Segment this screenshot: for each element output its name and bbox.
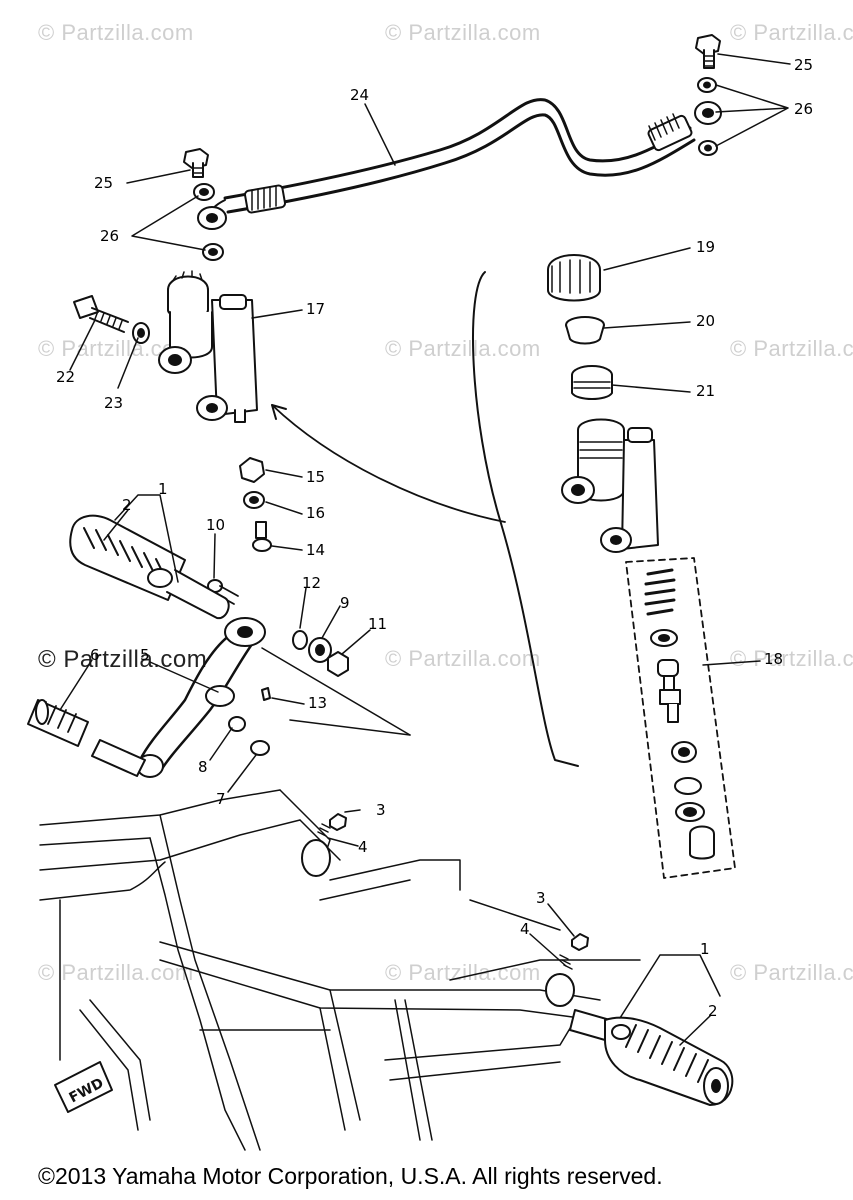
brake-hose	[197, 98, 722, 230]
callout-15: 15	[306, 468, 326, 486]
master-cylinder-assembly	[158, 270, 258, 423]
sub-assembly-bracket	[472, 271, 579, 767]
callout-8: 8	[198, 758, 208, 776]
union-bolt-left	[183, 148, 209, 178]
bolt	[571, 933, 589, 951]
callout-3: 3	[376, 801, 386, 819]
watermark: © Partzilla.com	[730, 960, 853, 985]
callout-26: 26	[794, 100, 814, 118]
washer	[228, 716, 246, 732]
fwd-marker: FWD	[54, 1061, 113, 1113]
brake-pedal	[91, 617, 266, 778]
callout-16: 16	[306, 504, 326, 522]
callout-5: 5	[140, 646, 150, 664]
diaphragm	[565, 316, 605, 345]
footrest-right	[569, 1009, 734, 1106]
callout-26: 26	[100, 227, 120, 245]
washer	[292, 630, 308, 650]
watermark: © Partzilla.com	[385, 336, 541, 361]
watermark: © Partzilla.com	[730, 20, 853, 45]
reservoir-cap	[547, 254, 601, 302]
callout-2: 2	[708, 1002, 718, 1020]
footrest-left	[69, 514, 230, 620]
callout-3: 3	[536, 889, 546, 907]
leader-lines	[59, 53, 791, 1046]
callout-20: 20	[696, 312, 716, 330]
callout-4: 4	[358, 838, 368, 856]
watermark: © Partzilla.com	[38, 20, 194, 45]
cylinder-body	[561, 418, 659, 553]
copyright-notice: ©2013 Yamaha Motor Corporation, U.S.A. A…	[38, 1163, 663, 1189]
reservoir-cup	[571, 365, 613, 400]
callout-19: 19	[696, 238, 716, 256]
footrest-mount	[545, 973, 575, 1007]
callout-9: 9	[340, 594, 350, 612]
callout-23: 23	[104, 394, 124, 412]
union-bolt-right	[695, 34, 721, 69]
pin	[250, 740, 270, 756]
direction-arrow	[271, 404, 506, 523]
callout-17: 17	[306, 300, 326, 318]
watermark: © Partzilla.com	[730, 336, 853, 361]
callout-6: 6	[90, 646, 100, 664]
callout-1: 1	[700, 940, 710, 958]
watermark: © Partzilla.com	[38, 960, 194, 985]
callout-2: 2	[122, 496, 132, 514]
callout-25: 25	[794, 56, 814, 74]
watermark: © Partzilla.com	[385, 960, 541, 985]
watermark: © Partzilla.com	[38, 646, 208, 673]
cotter-pin	[261, 687, 271, 701]
callout-22: 22	[56, 368, 76, 386]
mounting-bolt	[73, 295, 129, 333]
callout-11: 11	[368, 615, 388, 633]
bolt	[329, 813, 347, 831]
nut	[327, 651, 349, 677]
callout-18: 18	[764, 650, 784, 668]
callout-25: 25	[94, 174, 114, 192]
callout-12: 12	[302, 574, 322, 592]
watermark: © Partzilla.com	[385, 646, 541, 671]
callout-21: 21	[696, 382, 716, 400]
watermark: © Partzilla.com	[385, 20, 541, 45]
repair-kit-parts	[644, 568, 715, 860]
callout-14: 14	[306, 541, 326, 559]
repair-kit-box	[625, 557, 736, 879]
nut	[239, 457, 265, 483]
watermark: © Partzilla.com	[730, 646, 853, 671]
pedal-pad	[27, 699, 89, 747]
callout-4: 4	[520, 920, 530, 938]
callout-7: 7	[216, 790, 226, 808]
spring	[317, 823, 331, 837]
footrest-mount	[301, 839, 331, 877]
callout-1: 1	[158, 480, 168, 498]
callout-10: 10	[206, 516, 226, 534]
stud-bolt	[252, 521, 272, 552]
frame	[39, 789, 641, 1151]
callout-13: 13	[308, 694, 328, 712]
callout-24: 24	[350, 86, 370, 104]
